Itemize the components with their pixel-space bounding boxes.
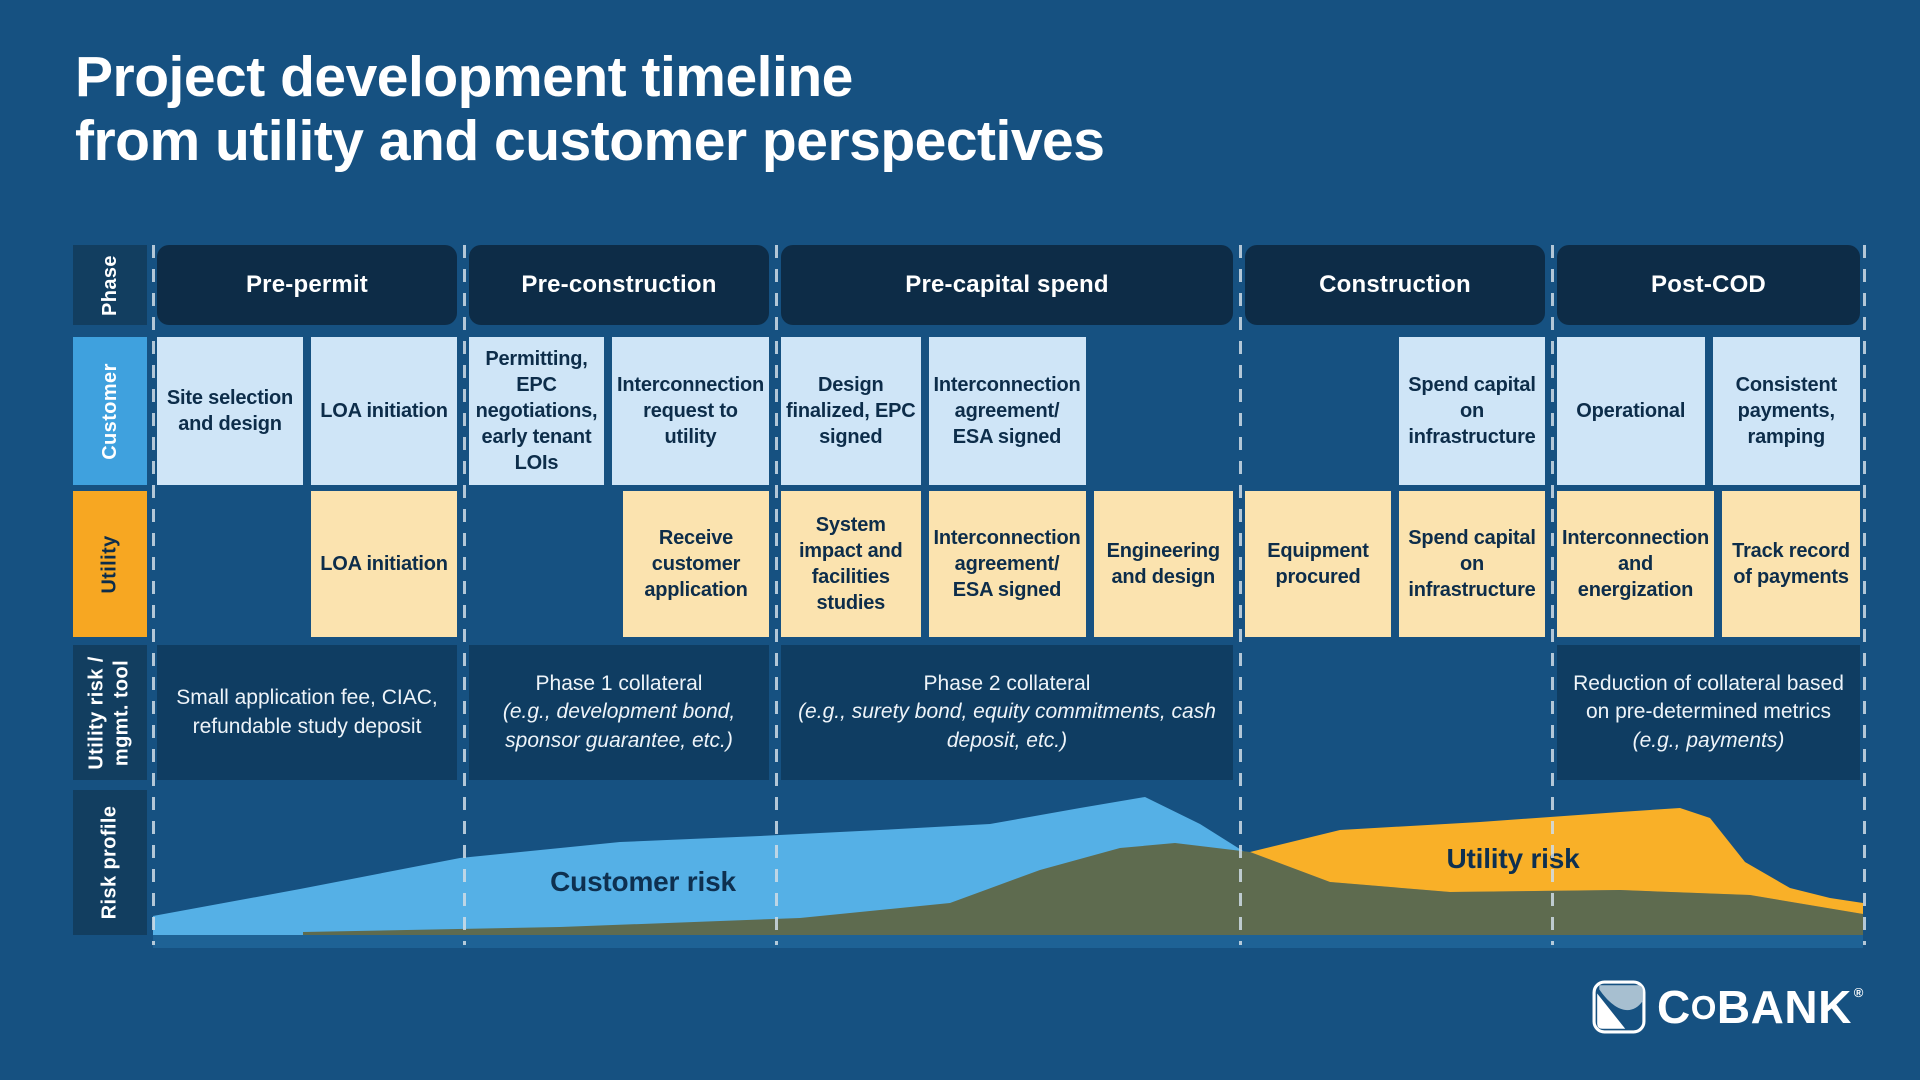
phase-column-pre-construction: Pre-construction Permitting, EPC negotia… — [469, 245, 769, 947]
utility-task-cell: Track record of payments — [1722, 491, 1860, 637]
risk-tool-text: Phase 1 collateral — [535, 672, 703, 696]
phase-header-construction: Construction — [1245, 245, 1545, 325]
phase-header-pre-construction: Pre-construction — [469, 245, 769, 325]
phase-column-post-cod: Post-COD Operational Consistent payments… — [1557, 245, 1860, 947]
risk-tool-text: Phase 2 collateral — [923, 672, 1091, 696]
logo-letters-bank: BANK — [1716, 981, 1852, 1033]
utility-task-cell: Spend capital on infrastructure — [1399, 491, 1545, 637]
row-label-utility-risk-mgmt-tool: Utility risk / mgmt. tool — [73, 645, 147, 780]
utility-task-cell: System impact and facilities studies — [781, 491, 921, 637]
utility-row-post-cod: Interconnection and energization Track r… — [1557, 491, 1860, 637]
utility-row-construction: Equipment procured Spend capital on infr… — [1245, 491, 1545, 637]
registered-trademark-icon: ® — [1853, 985, 1864, 1000]
phase-header-post-cod: Post-COD — [1557, 245, 1860, 325]
row-label-phase-text: Phase — [98, 254, 121, 316]
phase-column-pre-capital-spend: Pre-capital spend Design finalized, EPC … — [781, 245, 1234, 947]
customer-task-cell: Consistent payments, ramping — [1712, 337, 1860, 485]
empty-cell — [1245, 337, 1391, 485]
page-title-line1: Project development timeline — [75, 45, 853, 109]
risk-tool-label-line1: Utility risk / — [86, 655, 109, 770]
risk-areas-svg — [153, 797, 1863, 935]
utility-risk-label: Utility risk — [1446, 843, 1580, 874]
customer-task-cell: Spend capital on infrastructure — [1399, 337, 1545, 485]
row-label-risk-profile-text: Risk profile — [98, 805, 121, 920]
row-label-phase: Phase — [73, 245, 147, 325]
utility-row-pre-capital-spend: System impact and facilities studies Int… — [781, 491, 1234, 637]
utility-task-cell: Equipment procured — [1245, 491, 1391, 637]
customer-row-pre-construction: Permitting, EPC negotiations, early tena… — [469, 337, 769, 485]
risk-tool-text-italic: (e.g., surety bond, equity commitments, … — [798, 700, 1216, 752]
utility-task-cell: Interconnection agreement/ ESA signed — [928, 491, 1086, 637]
logo-letter-o: O — [1690, 989, 1717, 1026]
row-label-utility: Utility — [73, 491, 147, 637]
timeline-baseline-bar — [153, 935, 1863, 948]
risk-tool-text-italic: (e.g., development bond, sponsor guarant… — [502, 700, 736, 752]
phase-divider-line — [1863, 245, 1866, 945]
risk-tool-panel-pre-permit: Small application fee, CIAC, refundable … — [157, 645, 457, 780]
timeline-board: Phase Customer Utility Utility risk / mg… — [73, 245, 1866, 948]
risk-profile-chart: Customer risk Utility risk — [153, 790, 1863, 935]
row-label-customer: Customer — [73, 337, 147, 485]
customer-row-pre-permit: Site selection and design LOA initiation — [157, 337, 457, 485]
phase-header-pre-permit: Pre-permit — [157, 245, 457, 325]
utility-row-pre-permit: LOA initiation — [157, 491, 457, 637]
phase-divider-line — [152, 245, 155, 945]
risk-tool-text: Reduction of collateral based on pre-det… — [1573, 672, 1844, 724]
logo-letter-c: C — [1657, 981, 1691, 1033]
customer-risk-label: Customer risk — [550, 866, 736, 897]
empty-cell — [469, 491, 615, 637]
customer-task-cell: Interconnection agreement/ ESA signed — [928, 337, 1086, 485]
cobank-logo-icon — [1592, 980, 1646, 1034]
risk-tool-text-italic: (e.g., payments) — [1632, 728, 1785, 752]
customer-task-cell: Permitting, EPC negotiations, early tena… — [469, 337, 604, 485]
risk-tool-panel-post-cod: Reduction of collateral based on pre-det… — [1557, 645, 1860, 780]
page-title: Project development timeline from utilit… — [75, 45, 1105, 174]
phase-divider-line — [463, 245, 466, 945]
customer-task-cell: LOA initiation — [311, 337, 457, 485]
customer-row-post-cod: Operational Consistent payments, ramping — [1557, 337, 1860, 485]
risk-tool-text: Small application fee, CIAC, refundable … — [176, 686, 438, 738]
utility-risk-area — [1250, 808, 1863, 914]
page-title-line2: from utility and customer perspectives — [75, 108, 1105, 173]
phase-column-pre-permit: Pre-permit Site selection and design LOA… — [157, 245, 457, 947]
phase-header-pre-capital-spend: Pre-capital spend — [781, 245, 1233, 325]
row-label-customer-text: Customer — [98, 362, 121, 460]
customer-task-cell: Interconnection request to utility — [611, 337, 769, 485]
risk-tool-panel-pre-construction: Phase 1 collateral (e.g., development bo… — [469, 645, 769, 780]
empty-cell — [1094, 337, 1234, 485]
utility-task-cell: Interconnection and energization — [1557, 491, 1715, 637]
phase-divider-line — [1551, 245, 1554, 945]
phase-column-construction: Construction Spend capital on infrastruc… — [1245, 245, 1545, 947]
overlap-risk-area — [303, 843, 1863, 935]
utility-row-pre-construction: Receive customer application — [469, 491, 769, 637]
utility-task-cell: Receive customer application — [623, 491, 769, 637]
row-label-utility-risk-mgmt-tool-text: Utility risk / mgmt. tool — [85, 656, 135, 769]
customer-row-pre-capital-spend: Design finalized, EPC signed Interconnec… — [781, 337, 1233, 485]
customer-task-cell: Site selection and design — [157, 337, 303, 485]
row-label-utility-text: Utility — [98, 534, 121, 594]
empty-cell — [157, 491, 303, 637]
customer-row-construction: Spend capital on infrastructure — [1245, 337, 1545, 485]
utility-task-cell: LOA initiation — [311, 491, 457, 637]
phase-divider-line — [1239, 245, 1242, 945]
risk-tool-panel-pre-capital-spend: Phase 2 collateral (e.g., surety bond, e… — [781, 645, 1233, 780]
customer-task-cell: Operational — [1557, 337, 1705, 485]
row-label-risk-profile: Risk profile — [73, 790, 147, 935]
utility-task-cell: Engineering and design — [1093, 491, 1234, 637]
phase-divider-line — [775, 245, 778, 945]
risk-tool-label-line2: mgmt. tool — [111, 659, 134, 766]
customer-task-cell: Design finalized, EPC signed — [781, 337, 921, 485]
